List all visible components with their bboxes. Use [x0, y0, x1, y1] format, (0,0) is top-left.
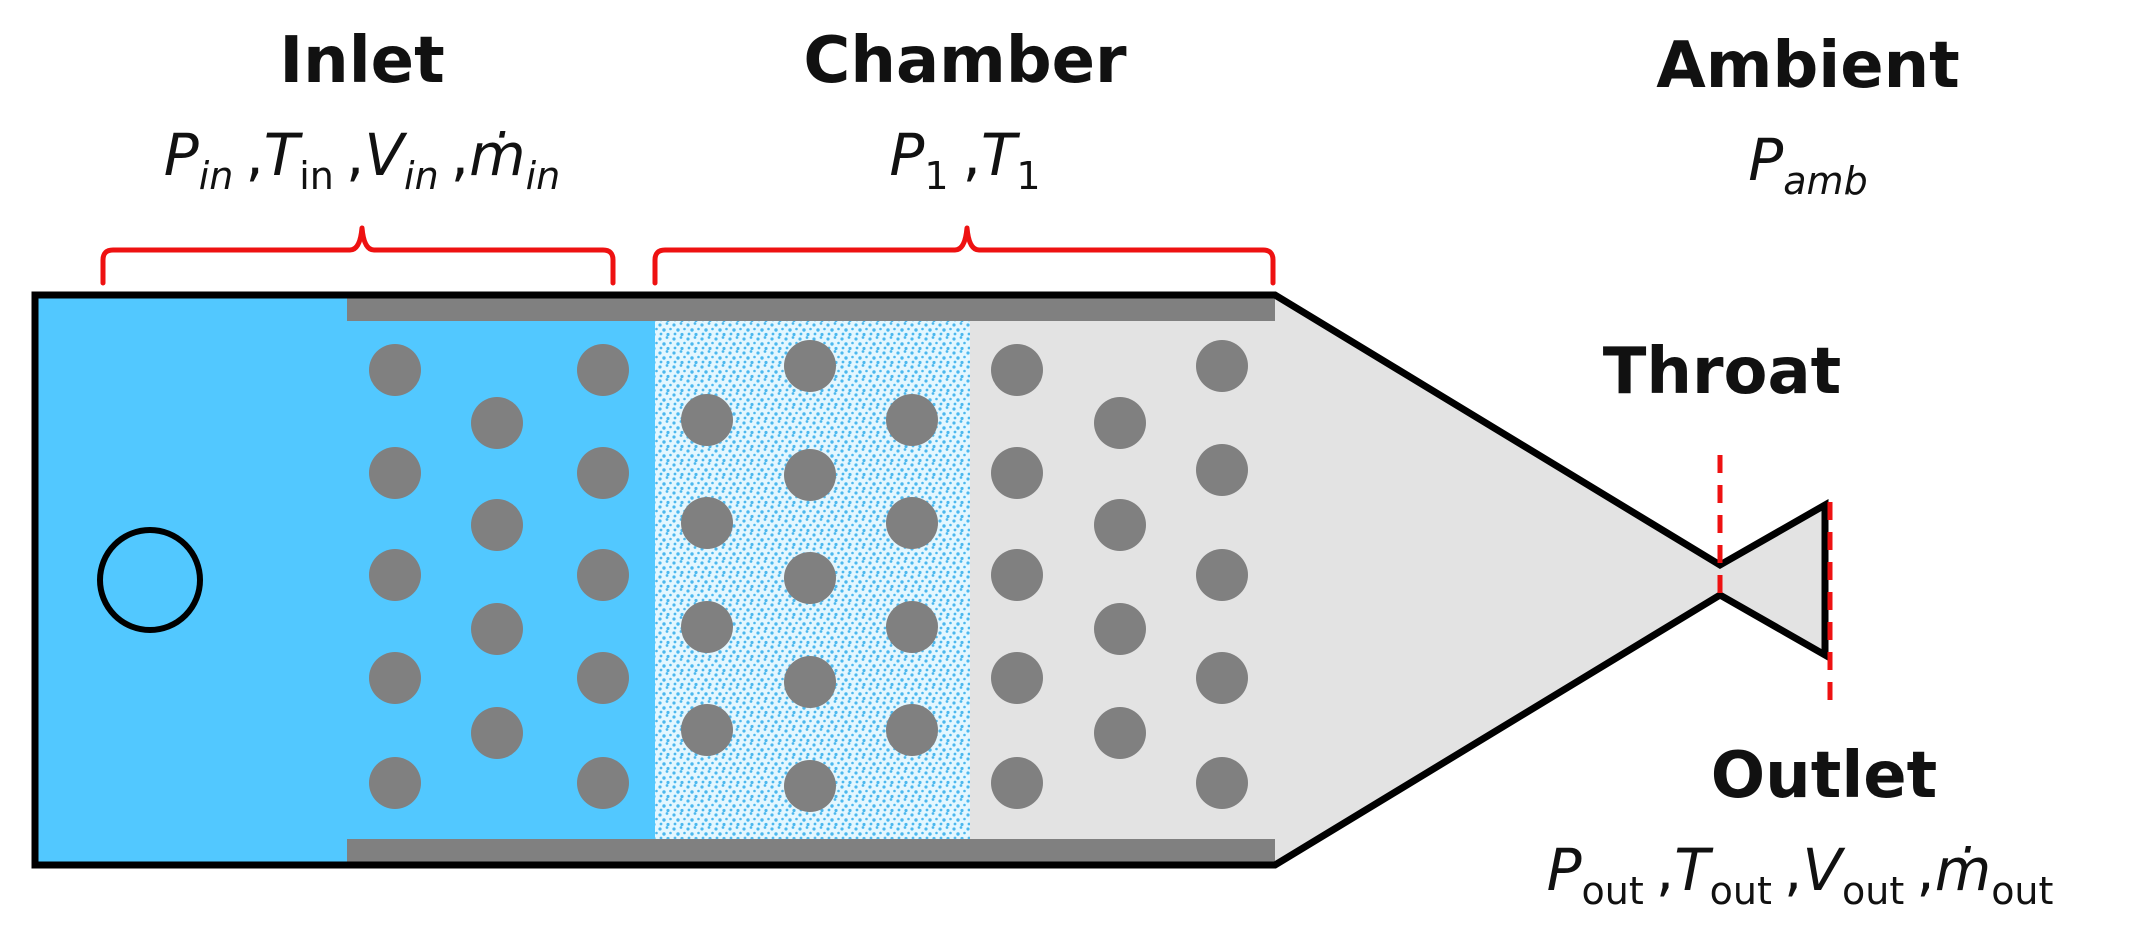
particle-dot [784, 760, 836, 812]
nozzle-wall-outline [31, 291, 1829, 869]
inlet-mass-flow-subscript: in [526, 154, 561, 198]
inlet-heading: Inlet [279, 24, 444, 98]
inlet-pressure-symbol: P [164, 121, 199, 189]
particle-dot [577, 757, 629, 809]
chamber-liner-top [347, 297, 1275, 321]
particle-dot [886, 497, 938, 549]
outlet-variables: Pout,Tout,Vout,ṁout [1547, 836, 2054, 913]
particle-dot [681, 704, 733, 756]
inlet-fluid-region [35, 295, 655, 865]
particle-dot [991, 757, 1043, 809]
particle-dot [369, 549, 421, 601]
particle-dot [369, 757, 421, 809]
particle-dot [681, 394, 733, 446]
particle-dot [886, 394, 938, 446]
particle-dot [1196, 444, 1248, 496]
inlet-temperature-symbol: T [264, 121, 304, 189]
particle-dot [577, 549, 629, 601]
particle-dot [681, 601, 733, 653]
particle-dot [1094, 397, 1146, 449]
particle-dot [991, 447, 1043, 499]
ambient-heading: Ambient [1656, 29, 1960, 103]
chamber-pressure-symbol: P [889, 121, 924, 189]
particle-dot [1094, 707, 1146, 759]
ambient-pressure-symbol: P [1748, 126, 1783, 194]
outlet-pressure-subscript: out [1582, 869, 1644, 913]
particle-dot [1196, 340, 1248, 392]
inlet-bracket [100, 225, 616, 286]
outlet-temperature-subscript: out [1710, 869, 1772, 913]
inlet-pressure-subscript: in [199, 154, 234, 198]
particle-dot [1196, 757, 1248, 809]
outlet-heading: Outlet [1711, 739, 1938, 813]
inlet-temperature-subscript: in [299, 154, 334, 198]
ambient-pressure-subscript: amb [1783, 159, 1867, 203]
particle-field [369, 340, 1248, 812]
separator: , [346, 121, 364, 189]
throat-heading: Throat [1603, 335, 1842, 409]
particle-dot [577, 652, 629, 704]
particle-dot [471, 707, 523, 759]
outlet-mass-flow-symbol: ṁ [1935, 836, 1992, 904]
separator: , [1916, 836, 1934, 904]
chamber-pressure-subscript: 1 [924, 154, 948, 198]
gas-region [970, 295, 1825, 865]
outlet-pressure-symbol: P [1547, 836, 1582, 904]
inlet-mass-flow-symbol: ṁ [469, 121, 526, 189]
particle-dot [369, 652, 421, 704]
inlet-velocity-symbol: V [364, 121, 408, 189]
ambient-variables: Pamb [1748, 126, 1867, 203]
separator: , [451, 121, 469, 189]
outlet-velocity-symbol: V [1802, 836, 1846, 904]
chamber-liner-bottom [347, 839, 1275, 863]
particle-dot [681, 497, 733, 549]
chamber-bracket [652, 225, 1276, 286]
particle-dot [577, 447, 629, 499]
particle-dot [784, 449, 836, 501]
particle-dot [784, 340, 836, 392]
inlet-variables: Pin,Tin,Vin,ṁin [164, 121, 561, 198]
particle-dot [886, 601, 938, 653]
chamber-temperature-symbol: T [981, 121, 1021, 189]
particle-dot [784, 656, 836, 708]
particle-dot [1094, 499, 1146, 551]
particle-dot [471, 603, 523, 655]
particle-dot [886, 704, 938, 756]
inlet-velocity-subscript: in [404, 154, 439, 198]
particle-dot [369, 344, 421, 396]
particle-dot [1196, 549, 1248, 601]
particle-dot [991, 344, 1043, 396]
outlet-velocity-subscript: out [1842, 869, 1904, 913]
separator: , [245, 121, 263, 189]
outlet-temperature-symbol: T [1674, 836, 1714, 904]
chamber-temperature-subscript: 1 [1016, 154, 1040, 198]
particle-dot [471, 397, 523, 449]
separator: , [1656, 836, 1674, 904]
particle-dot [1196, 652, 1248, 704]
particle-dot [471, 499, 523, 551]
outlet-mass-flow-subscript: out [1991, 869, 2053, 913]
particle-dot [577, 344, 629, 396]
particle-dot [1094, 603, 1146, 655]
separator: , [963, 121, 981, 189]
particle-dot [369, 447, 421, 499]
particle-dot [991, 652, 1043, 704]
circle-outline-icon [97, 527, 203, 633]
separator: , [1784, 836, 1802, 904]
particle-dot [991, 549, 1043, 601]
chamber-heading: Chamber [803, 24, 1127, 98]
particle-dot [784, 552, 836, 604]
chamber-variables: P1,T1 [889, 121, 1040, 198]
